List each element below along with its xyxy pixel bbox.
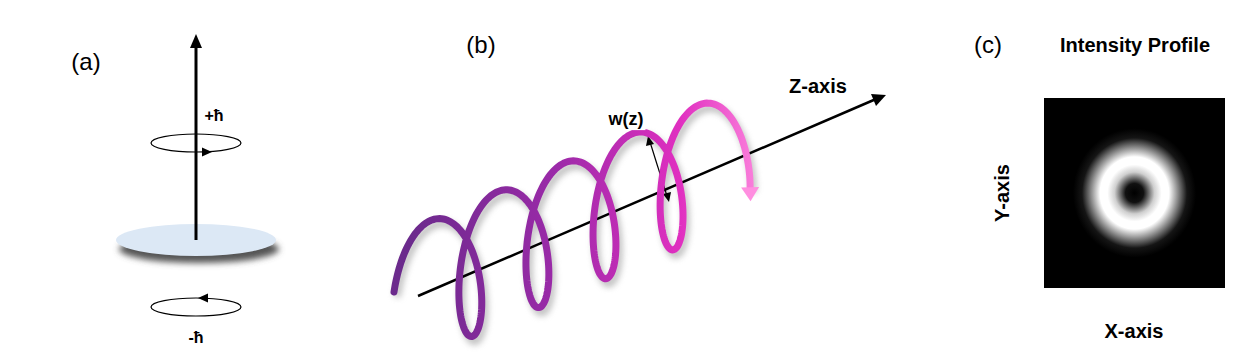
rotation-loop	[151, 134, 241, 152]
spin-axis	[195, 46, 198, 240]
spin-panel	[116, 34, 279, 316]
spin-label: -ħ	[188, 329, 203, 347]
panel-title: Intensity Profile	[1060, 34, 1210, 56]
arrow-head	[663, 192, 671, 202]
rotation-loop	[151, 298, 241, 316]
spin-label: +ħ	[204, 107, 223, 125]
donut-profile	[1044, 98, 1225, 288]
intensity-panel	[1044, 98, 1225, 288]
intensity-frame	[1044, 98, 1225, 288]
beam-width-label: w(z)	[607, 110, 646, 130]
panel-label: (c)	[974, 32, 1002, 58]
axis-label: Z-axis	[789, 75, 847, 97]
panel-label: (a)	[71, 49, 100, 75]
helix-panel	[394, 94, 886, 341]
arrow-head	[741, 187, 759, 201]
axis-label: X-axis	[1105, 320, 1164, 342]
arrow-head	[198, 294, 208, 303]
arrow-head	[202, 148, 212, 157]
arrow-head	[190, 34, 202, 48]
arrow-head	[871, 94, 886, 106]
panel-label: (b)	[466, 32, 495, 58]
axis-label: Y-axis	[991, 164, 1013, 222]
helical-wavefront	[394, 103, 750, 336]
